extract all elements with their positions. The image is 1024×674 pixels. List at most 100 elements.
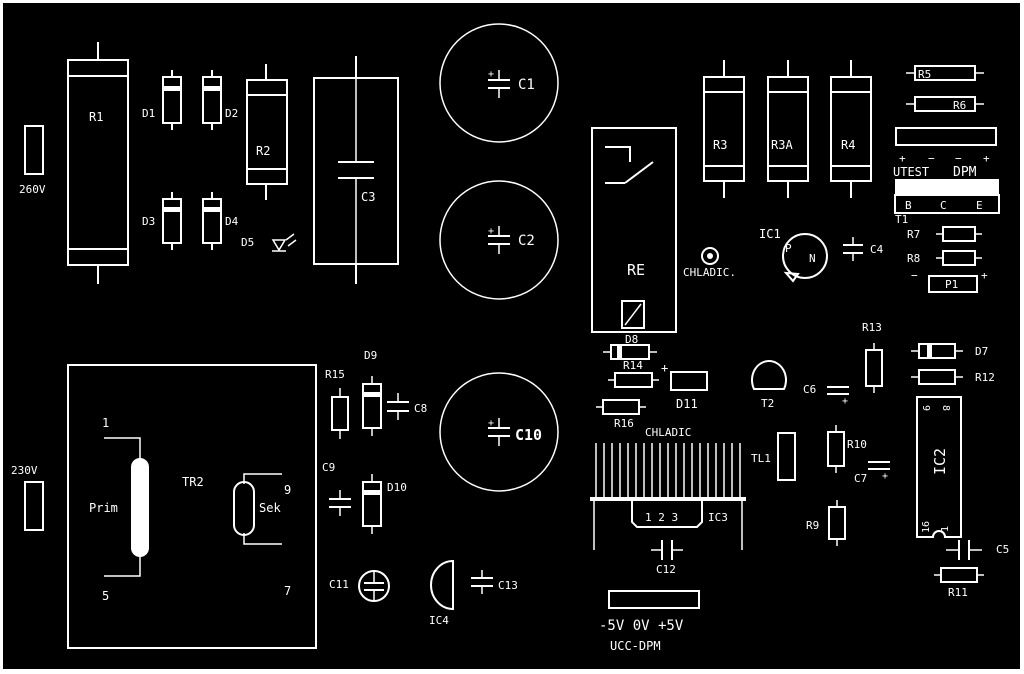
connector-260v: 260V bbox=[19, 125, 46, 196]
label-r12: R12 bbox=[975, 371, 995, 384]
transistor-t1: B C E T1 bbox=[894, 179, 1000, 226]
label-chladic-heatsink: CHLADIC bbox=[645, 426, 691, 439]
label-d4: D4 bbox=[225, 215, 239, 228]
label-r7: R7 bbox=[907, 228, 920, 241]
c7-plus: + bbox=[882, 471, 888, 482]
label-c6: C6 bbox=[803, 383, 816, 396]
t1-pin-c: C bbox=[940, 199, 947, 212]
label-d7: D7 bbox=[975, 345, 988, 358]
label-d8: D8 bbox=[625, 333, 638, 346]
dpm-plus: + bbox=[983, 152, 990, 165]
label-voltages: -5V 0V +5V bbox=[599, 618, 684, 634]
label-utest: UTEST bbox=[893, 165, 929, 179]
resistor-r5: R5 bbox=[906, 65, 984, 81]
resistor-r1: R1 bbox=[67, 42, 129, 284]
resistor-r7: R7 bbox=[907, 226, 982, 242]
p1-minus: − bbox=[911, 269, 918, 282]
pin-5: 5 bbox=[102, 589, 109, 603]
t1-pin-b: B bbox=[905, 199, 912, 212]
capacitor-c6: + C6 bbox=[803, 383, 849, 407]
ic2-pin-8: 8 bbox=[940, 405, 951, 411]
resistor-r6: R6 bbox=[906, 96, 984, 112]
utest-plus: + bbox=[899, 152, 906, 165]
capacitor-c13: C13 bbox=[471, 570, 518, 594]
trimmer-tl1: TL1 bbox=[751, 432, 796, 481]
label-c13: C13 bbox=[498, 579, 518, 592]
label-d10: D10 bbox=[387, 481, 407, 494]
capacitor-c5: C5 bbox=[946, 540, 1009, 560]
dpm-minus: − bbox=[955, 152, 962, 165]
diode-d1: D1 bbox=[142, 70, 182, 130]
relay-re: RE bbox=[591, 127, 677, 333]
ic2-pin-16: 16 bbox=[921, 521, 932, 533]
capacitor-c3: C3 bbox=[313, 56, 399, 284]
resistor-r3: R3 bbox=[703, 60, 745, 198]
label-c7: C7 bbox=[854, 472, 867, 485]
ic1-n: N bbox=[809, 252, 816, 265]
label-r10: R10 bbox=[847, 438, 867, 451]
label-chladic-fan: CHLADIC. bbox=[683, 266, 736, 279]
heatsink-fins bbox=[595, 443, 741, 497]
label-c11: C11 bbox=[329, 578, 349, 591]
diode-d4: D4 bbox=[202, 192, 239, 250]
label-r5: R5 bbox=[918, 68, 931, 81]
label-tl1: TL1 bbox=[751, 452, 771, 465]
connector-ucc-dpm: -5V 0V +5V UCC-DPM bbox=[599, 590, 700, 653]
label-sek: Sek bbox=[259, 501, 281, 515]
c1-plus: + bbox=[488, 69, 494, 80]
connector-utest-dpm: + − − + UTEST DPM bbox=[893, 127, 997, 180]
label-r15: R15 bbox=[325, 368, 345, 381]
capacitor-c10: + C10 bbox=[439, 372, 559, 492]
label-c8: C8 bbox=[414, 402, 427, 415]
pin-9: 9 bbox=[284, 483, 291, 497]
label-r4: R4 bbox=[841, 138, 855, 152]
connector-230v: 230V bbox=[11, 464, 44, 531]
label-r16: R16 bbox=[614, 417, 634, 430]
label-d1: D1 bbox=[142, 107, 155, 120]
label-tr2: TR2 bbox=[182, 475, 204, 489]
regulator-ic3: 1 2 3 IC3 bbox=[631, 501, 728, 528]
t1-pin-e: E bbox=[976, 199, 983, 212]
label-230v: 230V bbox=[11, 464, 38, 477]
trimmer-p1: − + P1 bbox=[911, 269, 988, 293]
label-c10: C10 bbox=[515, 426, 542, 444]
resistor-r9: R9 bbox=[806, 500, 846, 546]
pcb-background bbox=[3, 3, 1020, 669]
resistor-r4: R4 bbox=[830, 60, 872, 198]
label-r14: R14 bbox=[623, 359, 643, 372]
capacitor-c11: C11 bbox=[329, 570, 390, 602]
label-d11: D11 bbox=[676, 397, 698, 411]
label-d5: D5 bbox=[241, 236, 254, 249]
led-d5: D5 bbox=[241, 233, 297, 252]
resistor-r10: R10 bbox=[827, 425, 867, 473]
ic2-dip16: 9 8 IC2 16 1 bbox=[916, 396, 962, 538]
resistor-r13: R13 bbox=[862, 321, 883, 393]
label-prim: Prim bbox=[89, 501, 118, 515]
capacitor-c1: + C1 bbox=[439, 23, 559, 143]
pin-7: 7 bbox=[284, 584, 291, 598]
label-260v: 260V bbox=[19, 183, 46, 196]
transistor-t2: T2 bbox=[751, 360, 787, 410]
label-c2: C2 bbox=[518, 233, 535, 249]
label-r3a: R3A bbox=[771, 138, 793, 152]
label-dpm: DPM bbox=[953, 165, 977, 180]
capacitor-c12: C12 bbox=[651, 540, 683, 576]
ic1-p: P bbox=[785, 242, 792, 255]
c6-plus: + bbox=[842, 396, 848, 407]
label-ucc-dpm: UCC-DPM bbox=[610, 639, 661, 653]
utest-minus: − bbox=[928, 152, 935, 165]
label-r9: R9 bbox=[806, 519, 819, 532]
resistor-r14: R14 bbox=[608, 359, 659, 388]
label-c3: C3 bbox=[361, 190, 375, 204]
label-d3: D3 bbox=[142, 215, 155, 228]
ic3-pins: 1 2 3 bbox=[645, 511, 678, 524]
label-ic1: IC1 bbox=[759, 227, 781, 241]
transformer-tr2: 1 5 9 7 Prim Sek TR2 bbox=[67, 364, 317, 649]
capacitor-c2: + C2 bbox=[439, 180, 559, 300]
heatsink-chladic: CHLADIC bbox=[590, 426, 746, 550]
label-r11: R11 bbox=[948, 586, 968, 599]
diode-d11: + D11 bbox=[661, 361, 708, 411]
c10-plus: + bbox=[488, 418, 494, 429]
label-c12: C12 bbox=[656, 563, 676, 576]
